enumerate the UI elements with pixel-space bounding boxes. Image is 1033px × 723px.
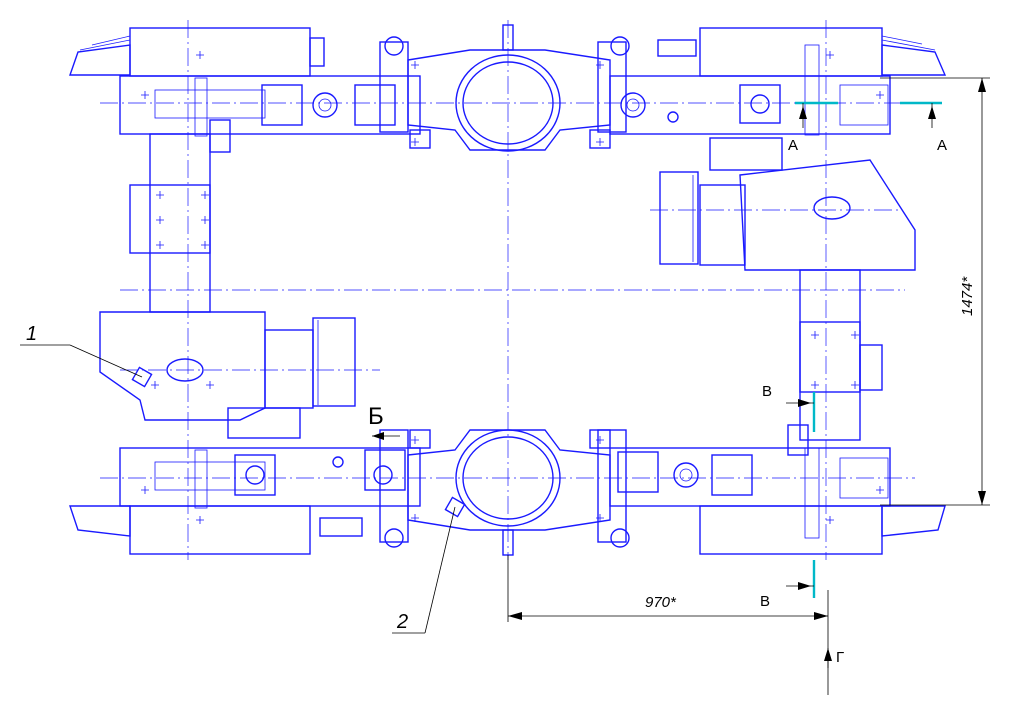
bolt-cross <box>156 191 164 199</box>
part-label-1: 1 <box>26 323 37 345</box>
bolt-cross <box>141 486 149 494</box>
bolt-cross <box>826 516 834 524</box>
bolt-cross <box>596 514 604 522</box>
section-a-left: A <box>788 101 838 154</box>
section-v-top: В <box>762 383 816 432</box>
dimension-height: 1474* <box>880 77 990 506</box>
bolt-cross <box>411 138 419 146</box>
section-v-bottom-label: В <box>760 593 770 610</box>
bolt-cross <box>876 486 884 494</box>
section-a-left-label: A <box>788 137 798 154</box>
section-g: Г <box>824 622 844 695</box>
bolt-cross <box>141 91 149 99</box>
section-b-label: Б <box>368 403 384 430</box>
center-lines <box>100 20 915 560</box>
section-v-top-label: В <box>762 383 772 400</box>
bolt-cross <box>596 61 604 69</box>
bolt-cross <box>876 91 884 99</box>
bolt-cross <box>196 516 204 524</box>
section-g-label: Г <box>836 649 844 666</box>
section-a-right: A <box>900 101 947 154</box>
bolt-cross <box>851 331 859 339</box>
part-label-2: 2 <box>396 611 408 633</box>
bolt-cross <box>811 331 819 339</box>
right-frame-beam <box>659 137 916 441</box>
bolt-cross <box>826 51 834 59</box>
bolt-cross <box>411 61 419 69</box>
height-dimension-value: 1474* <box>959 276 976 316</box>
bolt-cross <box>156 216 164 224</box>
bolt-cross <box>851 381 859 389</box>
dimension-width: 970* <box>507 555 829 622</box>
bolt-cross <box>201 216 209 224</box>
left-frame-beam <box>99 119 356 439</box>
width-dimension-value: 970* <box>645 594 677 611</box>
bolt-cross <box>201 241 209 249</box>
bolt-cross <box>201 191 209 199</box>
bolt-cross <box>206 381 214 389</box>
bolt-cross <box>596 138 604 146</box>
bolt-cross <box>196 51 204 59</box>
bolt-cross <box>411 436 419 444</box>
bottom-side-frame <box>69 424 946 556</box>
part-marker-1: 1 <box>20 323 153 388</box>
part-marker-2: 2 <box>392 496 466 634</box>
top-side-frame <box>69 24 947 152</box>
bolt-cross <box>411 514 419 522</box>
section-v-bottom: В <box>760 560 816 610</box>
bolt-crosses <box>141 51 884 524</box>
section-b: Б <box>368 403 400 440</box>
bolt-cross <box>156 241 164 249</box>
section-a-right-label: A <box>937 137 947 154</box>
bolt-cross <box>596 436 604 444</box>
bolt-cross <box>151 381 159 389</box>
bolt-cross <box>811 381 819 389</box>
